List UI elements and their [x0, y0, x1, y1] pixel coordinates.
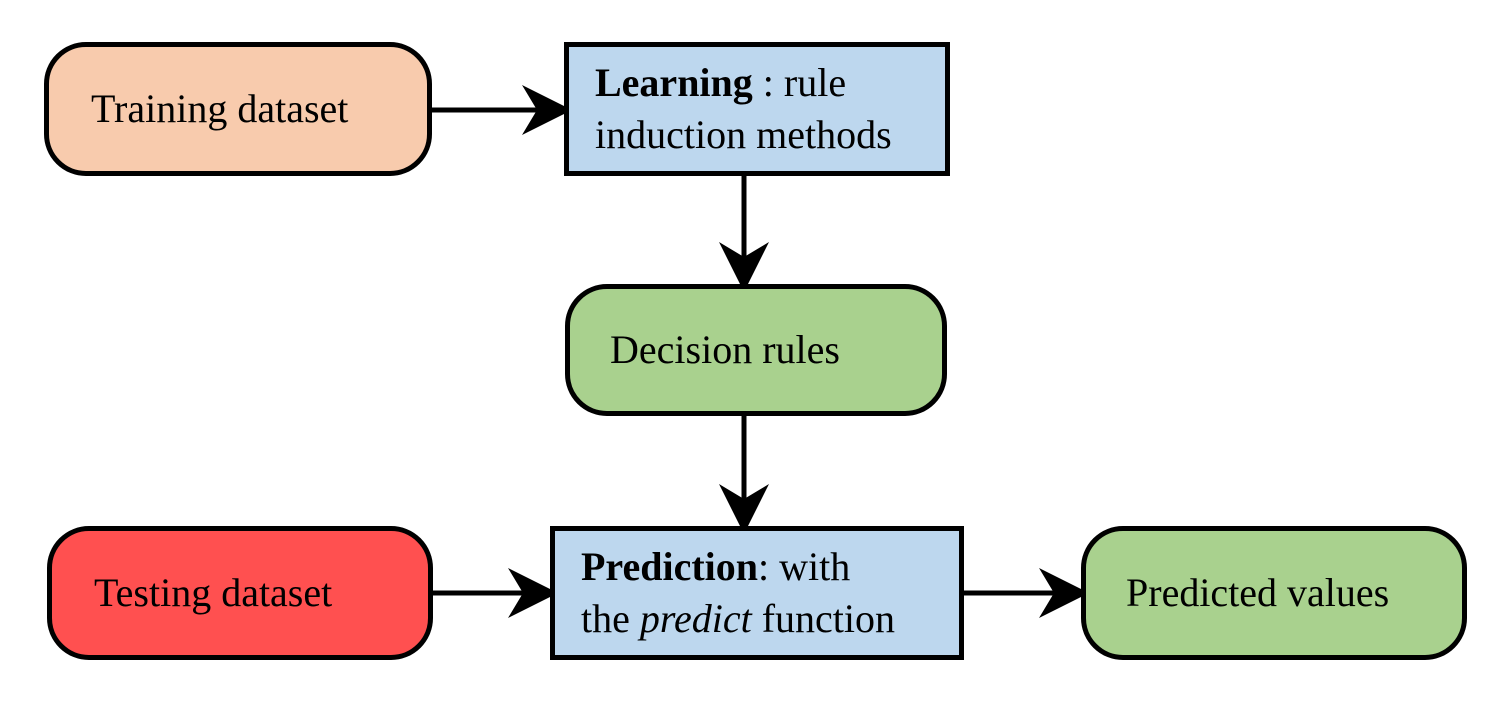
node-training-dataset: Training dataset: [44, 42, 432, 176]
node-label: Training dataset: [91, 86, 349, 131]
node-label-rest: : with: [758, 544, 851, 589]
node-label-line2-a: the: [581, 596, 640, 641]
node-label: Prediction: with the predict function: [581, 541, 895, 645]
node-decision-rules: Decision rules: [565, 284, 947, 416]
node-label: Predicted values: [1126, 570, 1390, 615]
node-prediction: Prediction: with the predict function: [550, 526, 964, 660]
node-label-line2: induction methods: [595, 112, 892, 157]
node-label-rest: : rule: [752, 60, 847, 105]
node-testing-dataset: Testing dataset: [47, 526, 433, 660]
node-label-bold: Learning: [595, 60, 753, 105]
node-label: Testing dataset: [94, 570, 333, 615]
node-learning: Learning : rule induction methods: [564, 42, 950, 176]
node-label-line2-italic: predict: [639, 596, 752, 641]
node-label: Decision rules: [610, 327, 840, 372]
node-label: Learning : rule induction methods: [595, 57, 892, 161]
node-predicted-values: Predicted values: [1081, 526, 1467, 660]
node-label-line2-b: function: [751, 596, 896, 641]
node-label-bold: Prediction: [581, 544, 759, 589]
